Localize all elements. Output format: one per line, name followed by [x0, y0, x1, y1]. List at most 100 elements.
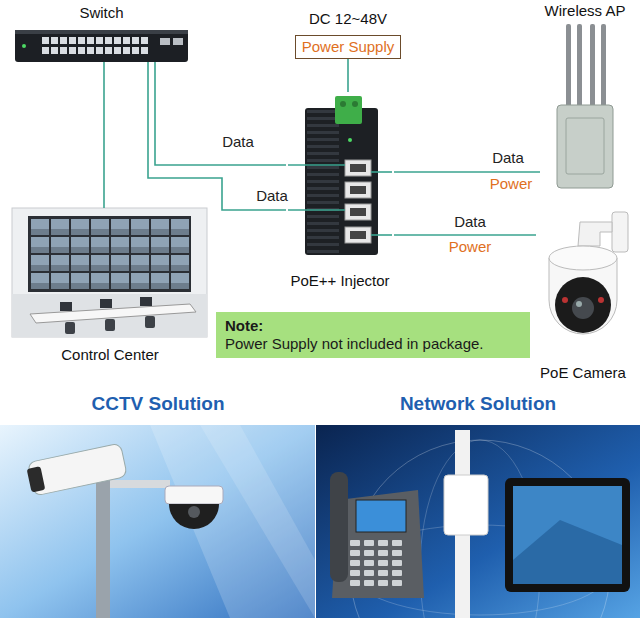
edge-label: Data	[452, 213, 488, 231]
poe-injector-picture	[345, 182, 371, 198]
control-center-picture	[12, 208, 207, 337]
poe-camera-picture	[572, 297, 594, 319]
switch-device	[160, 38, 170, 45]
poe-injector-picture	[345, 204, 371, 220]
panel-heading: CCTV Solution	[92, 393, 225, 416]
poe-camera-picture	[578, 222, 612, 246]
control-center-picture	[12, 208, 207, 337]
network-photo	[444, 475, 488, 535]
poe-injector-picture	[350, 186, 366, 194]
panel-heading: Network Solution	[400, 393, 556, 416]
edge-label: Data	[490, 149, 526, 167]
switch-device	[22, 44, 26, 48]
control-center-picture	[31, 219, 191, 291]
poe-injector-picture	[345, 227, 371, 243]
poe-injector-picture	[350, 208, 366, 216]
network-photo	[316, 425, 640, 618]
device-label: Control Center	[61, 346, 159, 364]
edge-label: Data	[254, 187, 290, 205]
network-photo	[513, 520, 622, 584]
switch-device	[15, 30, 188, 34]
cctv-photo	[110, 480, 170, 488]
wireless-ap-picture	[557, 105, 613, 188]
poe-injector-picture	[340, 101, 346, 107]
poe-injector: PoE++ Injector	[286, 92, 394, 290]
control-center-picture	[60, 302, 72, 311]
network-photo	[316, 425, 640, 618]
switch-device: Switch	[15, 4, 188, 62]
poe-injector-picture	[348, 138, 352, 142]
connector	[347, 59, 349, 92]
poe-injector-picture	[288, 209, 345, 211]
note-heading: Note:	[225, 317, 263, 335]
switch-device	[15, 30, 188, 62]
poe-injector-picture	[335, 96, 362, 124]
solution-panel: Network Solution	[316, 390, 640, 618]
connector	[155, 62, 286, 165]
cctv-photo	[27, 466, 46, 492]
poe-injector-picture	[350, 164, 366, 172]
poe-injector-picture	[345, 160, 371, 176]
poe-camera-picture	[549, 246, 617, 270]
control-center-picture	[145, 316, 155, 328]
network-photo	[505, 478, 630, 592]
poe-camera-picture	[576, 301, 582, 307]
cctv-photo	[0, 425, 315, 618]
device-label: PoE Camera	[540, 364, 626, 382]
line-label: Power	[447, 238, 494, 256]
cctv-photo	[27, 443, 127, 496]
poe-injector-picture	[288, 164, 345, 166]
cctv-photo	[25, 443, 127, 496]
note-box: Note:Power Supply not included in packag…	[216, 312, 530, 358]
wireless-ap-picture	[577, 24, 582, 108]
wireless-ap-picture	[601, 24, 606, 108]
cctv-photo	[0, 425, 315, 618]
control-center-picture	[28, 216, 191, 292]
poe-camera-picture	[612, 212, 628, 252]
control-center-picture	[12, 294, 207, 337]
poe-camera-picture	[598, 297, 604, 303]
cctv-photo	[169, 504, 219, 529]
control-center: Control Center	[12, 208, 208, 364]
network-photo	[356, 500, 406, 532]
cctv-photo	[200, 425, 315, 618]
cctv-photo	[150, 425, 315, 618]
power-supply-box: Power Supply	[295, 35, 402, 59]
device-label: Switch	[79, 4, 123, 22]
switch-device	[15, 30, 188, 62]
device-label: Wireless AP	[545, 2, 626, 20]
wireless-ap-picture	[557, 24, 613, 188]
network-photo	[350, 540, 406, 586]
poe-camera: PoE Camera	[536, 208, 630, 382]
connector	[394, 171, 540, 173]
poe-injector-picture	[288, 96, 392, 255]
switch-device	[42, 37, 150, 54]
poe-injector-picture	[371, 171, 392, 173]
poe-injector-picture	[307, 110, 339, 253]
control-center-picture	[100, 299, 112, 308]
line-label: Power	[488, 175, 535, 193]
cctv-photo	[165, 486, 223, 504]
network-photo	[330, 472, 348, 582]
wireless-ap: Wireless AP	[540, 0, 630, 192]
note-text: Power Supply not included in package.	[225, 335, 484, 353]
control-center-picture	[105, 319, 115, 331]
device-label: PoE++ Injector	[290, 272, 389, 290]
connector	[103, 62, 105, 208]
poe-injector-picture	[371, 234, 392, 236]
wireless-ap-picture	[590, 24, 595, 108]
edge-label: Data	[220, 133, 256, 151]
poe-injector-picture	[350, 231, 366, 239]
poe-camera-picture	[562, 297, 568, 303]
connector	[394, 234, 536, 236]
power-supply: DC 12~48V Power Supply	[290, 10, 406, 59]
solution-panel: CCTV Solution	[0, 390, 316, 618]
control-center-picture	[65, 322, 75, 334]
voltage-label: DC 12~48V	[309, 10, 387, 28]
network-photo	[513, 486, 622, 584]
poe-injector-picture	[305, 108, 378, 255]
wireless-ap-picture	[566, 24, 571, 108]
